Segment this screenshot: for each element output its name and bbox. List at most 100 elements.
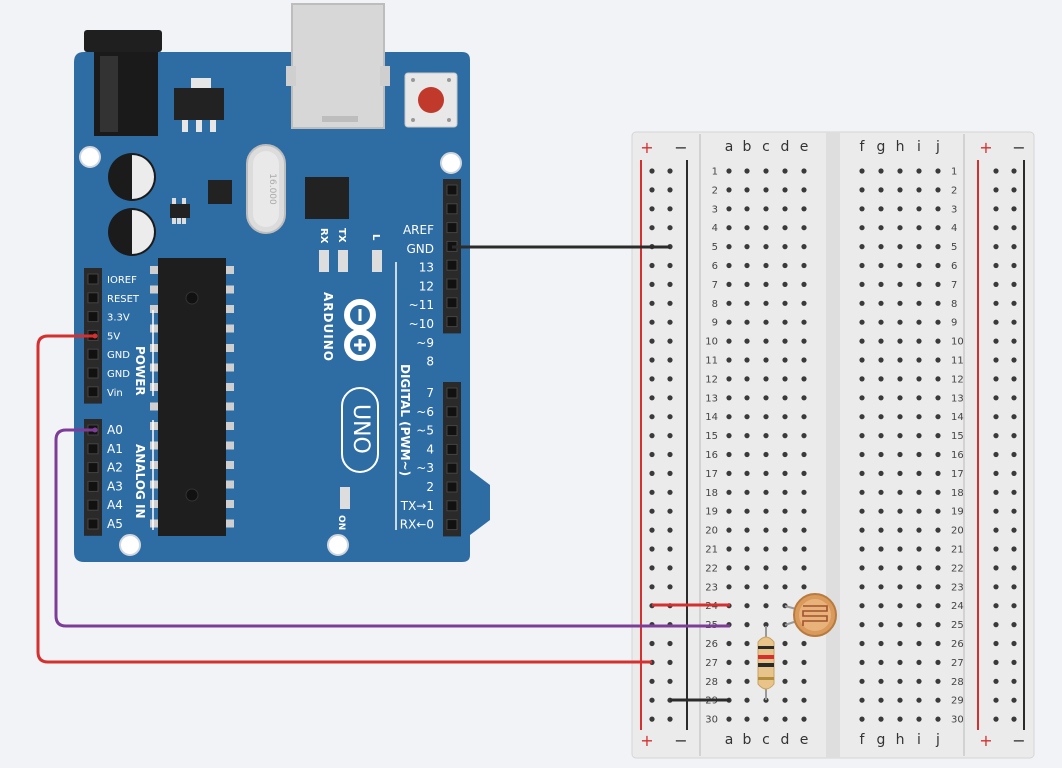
breadboard-hole[interactable] bbox=[878, 395, 884, 401]
rail-hole[interactable] bbox=[993, 395, 999, 401]
breadboard-hole[interactable] bbox=[782, 206, 788, 212]
breadboard-hole[interactable] bbox=[782, 546, 788, 552]
breadboard-hole[interactable] bbox=[859, 546, 865, 552]
breadboard-hole[interactable] bbox=[782, 262, 788, 269]
breadboard-hole[interactable] bbox=[897, 357, 903, 363]
rail-hole[interactable] bbox=[649, 584, 655, 590]
breadboard-hole[interactable] bbox=[763, 716, 769, 722]
breadboard-hole[interactable] bbox=[744, 508, 750, 514]
breadboard-hole[interactable] bbox=[897, 527, 903, 533]
breadboard-hole[interactable] bbox=[744, 659, 750, 666]
rail-hole[interactable] bbox=[993, 640, 999, 647]
rail-hole[interactable] bbox=[1011, 206, 1017, 212]
rail-hole[interactable] bbox=[993, 716, 999, 722]
header-pin[interactable] bbox=[87, 348, 99, 360]
rail-hole[interactable] bbox=[667, 508, 673, 514]
breadboard-hole[interactable] bbox=[935, 716, 941, 722]
breadboard-hole[interactable] bbox=[935, 603, 941, 609]
breadboard-hole[interactable] bbox=[935, 319, 941, 325]
breadboard-hole[interactable] bbox=[744, 697, 750, 703]
rail-hole[interactable] bbox=[993, 470, 999, 476]
rail-hole[interactable] bbox=[667, 451, 673, 458]
breadboard-hole[interactable] bbox=[726, 168, 732, 174]
breadboard-hole[interactable] bbox=[726, 244, 732, 250]
breadboard-hole[interactable] bbox=[744, 319, 750, 325]
breadboard-hole[interactable] bbox=[763, 697, 769, 703]
rail-hole[interactable] bbox=[649, 470, 655, 476]
breadboard-hole[interactable] bbox=[782, 187, 788, 193]
breadboard-hole[interactable] bbox=[935, 357, 941, 363]
breadboard-hole[interactable] bbox=[782, 716, 788, 722]
rail-hole[interactable] bbox=[993, 187, 999, 193]
rail-hole[interactable] bbox=[667, 338, 673, 344]
breadboard-hole[interactable] bbox=[859, 357, 865, 363]
breadboard-hole[interactable] bbox=[916, 508, 922, 514]
header-pin[interactable] bbox=[446, 425, 458, 437]
breadboard-hole[interactable] bbox=[744, 565, 750, 571]
breadboard-hole[interactable] bbox=[801, 281, 807, 287]
rail-hole[interactable] bbox=[993, 225, 999, 231]
header-pin[interactable] bbox=[446, 443, 458, 455]
rail-hole[interactable] bbox=[649, 281, 655, 287]
breadboard-hole[interactable] bbox=[897, 225, 903, 231]
wire-a0[interactable] bbox=[54, 428, 730, 628]
rail-hole[interactable] bbox=[667, 414, 673, 420]
breadboard-hole[interactable] bbox=[782, 678, 788, 684]
breadboard-hole[interactable] bbox=[801, 225, 807, 231]
rail-hole[interactable] bbox=[993, 376, 999, 382]
breadboard-hole[interactable] bbox=[897, 244, 903, 250]
breadboard-hole[interactable] bbox=[859, 678, 865, 684]
rail-hole[interactable] bbox=[993, 281, 999, 287]
breadboard-hole[interactable] bbox=[859, 640, 865, 647]
rail-hole[interactable] bbox=[1011, 640, 1017, 647]
breadboard-hole[interactable] bbox=[859, 470, 865, 476]
breadboard-hole[interactable] bbox=[916, 716, 922, 722]
breadboard-hole[interactable] bbox=[859, 697, 865, 703]
breadboard-hole[interactable] bbox=[935, 697, 941, 703]
breadboard-hole[interactable] bbox=[935, 470, 941, 476]
breadboard-hole[interactable] bbox=[878, 565, 884, 571]
rail-hole[interactable] bbox=[1011, 603, 1017, 609]
rail-hole[interactable] bbox=[649, 489, 655, 495]
rail-hole[interactable] bbox=[649, 357, 655, 363]
breadboard-hole[interactable] bbox=[897, 414, 903, 420]
breadboard-hole[interactable] bbox=[726, 527, 732, 533]
breadboard-hole[interactable] bbox=[763, 357, 769, 363]
breadboard-hole[interactable] bbox=[763, 395, 769, 401]
breadboard-hole[interactable] bbox=[801, 206, 807, 212]
breadboard-hole[interactable] bbox=[859, 262, 865, 269]
rail-hole[interactable] bbox=[667, 319, 673, 325]
resistor[interactable] bbox=[757, 626, 775, 700]
breadboard-hole[interactable] bbox=[726, 659, 732, 666]
breadboard-hole[interactable] bbox=[935, 206, 941, 212]
rail-hole[interactable] bbox=[993, 300, 999, 306]
breadboard-hole[interactable] bbox=[744, 281, 750, 287]
breadboard-hole[interactable] bbox=[744, 262, 750, 269]
breadboard-hole[interactable] bbox=[878, 433, 884, 439]
breadboard-hole[interactable] bbox=[897, 433, 903, 439]
breadboard-hole[interactable] bbox=[859, 716, 865, 722]
breadboard-hole[interactable] bbox=[935, 527, 941, 533]
breadboard-hole[interactable] bbox=[726, 206, 732, 212]
breadboard-hole[interactable] bbox=[782, 357, 788, 363]
breadboard-hole[interactable] bbox=[859, 603, 865, 609]
breadboard-hole[interactable] bbox=[744, 489, 750, 495]
breadboard-hole[interactable] bbox=[744, 603, 750, 609]
header-pin[interactable] bbox=[87, 499, 99, 511]
breadboard-hole[interactable] bbox=[744, 395, 750, 401]
rail-hole[interactable] bbox=[667, 281, 673, 287]
rail-hole[interactable] bbox=[649, 376, 655, 382]
header-pin[interactable] bbox=[87, 462, 99, 474]
breadboard-hole[interactable] bbox=[935, 300, 941, 306]
breadboard-hole[interactable] bbox=[897, 508, 903, 514]
breadboard-hole[interactable] bbox=[878, 414, 884, 420]
photoresistor[interactable] bbox=[784, 593, 837, 637]
breadboard-hole[interactable] bbox=[763, 489, 769, 495]
breadboard-hole[interactable] bbox=[782, 470, 788, 476]
header-pin[interactable] bbox=[87, 367, 99, 379]
breadboard-hole[interactable] bbox=[859, 433, 865, 439]
breadboard-hole[interactable] bbox=[763, 244, 769, 250]
breadboard-hole[interactable] bbox=[897, 206, 903, 212]
